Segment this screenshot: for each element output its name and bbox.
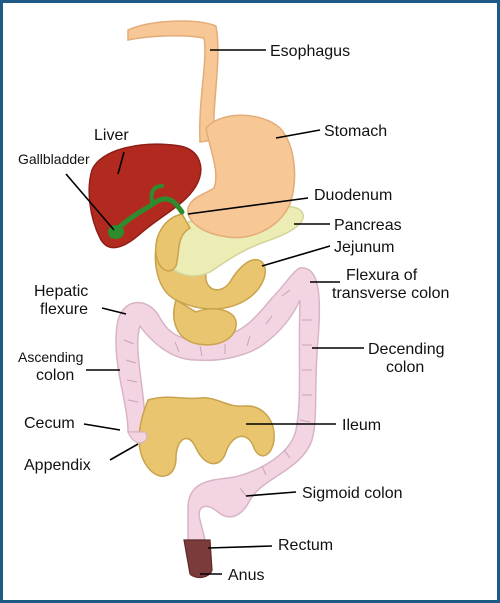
small-intestine-middle	[173, 298, 237, 346]
label-jejunum: Jejunum	[334, 239, 394, 256]
label-flexura-line2: transverse colon	[332, 285, 449, 302]
label-flexura-line1: Flexura of	[346, 267, 418, 284]
rectum	[183, 539, 213, 579]
labels: Esophagus Stomach Liver Gallbladder Duod…	[18, 43, 449, 584]
label-cecum: Cecum	[24, 415, 75, 432]
label-ascending-line1: Ascending	[18, 349, 83, 365]
label-liver: Liver	[94, 127, 129, 144]
label-stomach: Stomach	[324, 123, 387, 140]
leader-cecum	[83, 423, 121, 431]
label-ascending-line2: colon	[36, 367, 74, 384]
stomach	[187, 114, 296, 239]
leader-jejunum	[261, 245, 331, 267]
label-appendix: Appendix	[24, 457, 91, 474]
label-ileum: Ileum	[342, 417, 381, 434]
label-decending-line1: Decending	[368, 341, 445, 358]
colon-haustra	[123, 289, 312, 497]
label-hepatic-line2: flexure	[40, 301, 88, 318]
label-sigmoid: Sigmoid colon	[302, 485, 403, 502]
label-anus: Anus	[228, 567, 264, 584]
leader-duodenum	[187, 197, 309, 215]
leader-lines	[65, 49, 364, 575]
label-hepatic-line1: Hepatic	[34, 283, 88, 300]
label-gallbladder: Gallbladder	[18, 151, 90, 167]
leader-gallbladder	[65, 173, 115, 231]
ileum	[138, 396, 275, 477]
small-intestine	[138, 235, 275, 477]
leader-hepatic	[101, 307, 127, 315]
label-decending-line2: colon	[386, 359, 424, 376]
duodenum	[155, 213, 192, 272]
leader-sigmoid	[245, 491, 297, 497]
leader-appendix	[109, 443, 139, 461]
leader-liver	[117, 151, 125, 175]
label-duodenum: Duodenum	[314, 187, 392, 204]
appendix	[127, 431, 148, 444]
label-esophagus: Esophagus	[270, 43, 350, 60]
label-rectum: Rectum	[278, 537, 333, 554]
label-pancreas: Pancreas	[334, 217, 402, 234]
leader-stomach	[275, 129, 321, 139]
leader-rectum	[207, 545, 273, 549]
esophagus	[127, 20, 219, 143]
